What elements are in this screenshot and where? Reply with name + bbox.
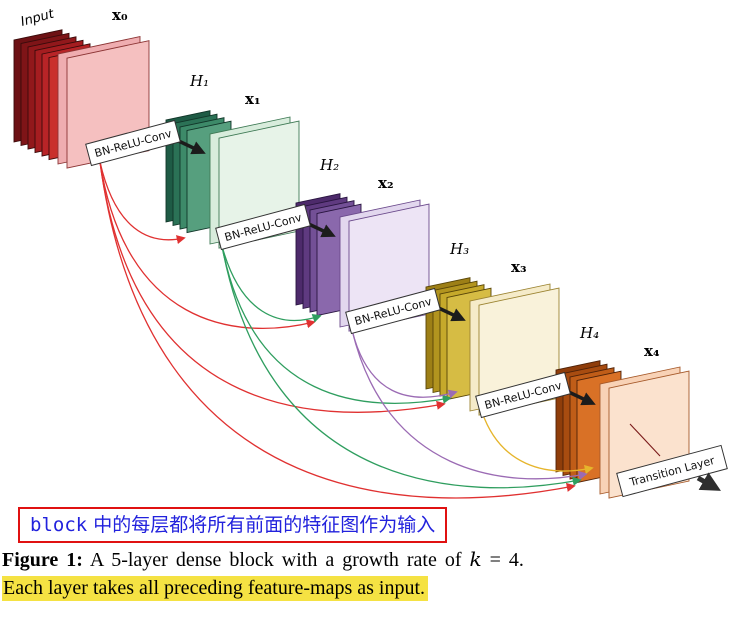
arc-x3-to-x4 xyxy=(481,411,594,474)
caption-area: block 中的每层都将所有前面的特征图作为输入 Figure 1: A 5-l… xyxy=(0,505,729,601)
bn-box-frame xyxy=(215,203,311,251)
dense-connections xyxy=(99,161,594,499)
bn-box-frame xyxy=(345,287,441,335)
x2-label: x₂ xyxy=(378,174,394,192)
h1-label: H₁ xyxy=(189,72,209,90)
h4-label: H₄ xyxy=(579,324,599,342)
arc-x2-to-x3 xyxy=(351,329,458,399)
arc-x1-to-x2 xyxy=(221,245,322,323)
x1-label: x₁ xyxy=(245,90,261,108)
bn-relu-conv-box-2: BN-ReLU-Conv xyxy=(215,203,311,251)
highlighted-sentence: Each layer takes all preceding feature-m… xyxy=(2,576,429,601)
arc-x1-to-x3 xyxy=(221,245,452,404)
arc-x0-to-x2 xyxy=(99,161,316,330)
h3-label: H₃ xyxy=(449,240,469,258)
figure-number-label: Figure 1: xyxy=(2,549,83,571)
arc-x1-to-x4 xyxy=(221,245,582,489)
transition-box-frame xyxy=(616,444,728,498)
arc-x2-to-x4 xyxy=(351,329,588,480)
annotation-box: block 中的每层都将所有前面的特征图作为输入 xyxy=(18,507,448,543)
transition-output-arrow xyxy=(696,472,721,491)
growth-rate-variable: k xyxy=(469,547,482,571)
input-label: Input xyxy=(19,6,56,29)
figure-caption: Figure 1: A 5-layer dense block with a g… xyxy=(2,547,729,572)
x4-label: x₄ xyxy=(644,342,660,360)
annotation-code-word: block xyxy=(30,514,88,536)
arc-x0-to-x4 xyxy=(99,161,576,499)
arc-x0-to-x1 xyxy=(99,161,186,245)
x4-to-transition-line xyxy=(629,423,661,457)
caption-body-text: A 5-layer dense block with a growth rate… xyxy=(82,549,470,571)
h2-label: H₂ xyxy=(319,156,339,174)
annotation-chinese-text: 中的每层都将所有前面的特征图作为输入 xyxy=(87,514,436,536)
x0-label: x₀ xyxy=(112,6,128,24)
highlighted-sentence-line: Each layer takes all preceding feature-m… xyxy=(2,576,729,601)
caption-math-tail: = 4. xyxy=(481,549,524,571)
x3-label: x₃ xyxy=(511,258,527,276)
dense-block-diagram: BN-ReLU-Conv BN-ReLU-Conv BN-ReLU-Conv B… xyxy=(13,6,728,499)
bn-box-frame xyxy=(475,371,571,419)
arc-x0-to-x3 xyxy=(99,161,446,413)
bn-box-frame xyxy=(85,119,181,167)
